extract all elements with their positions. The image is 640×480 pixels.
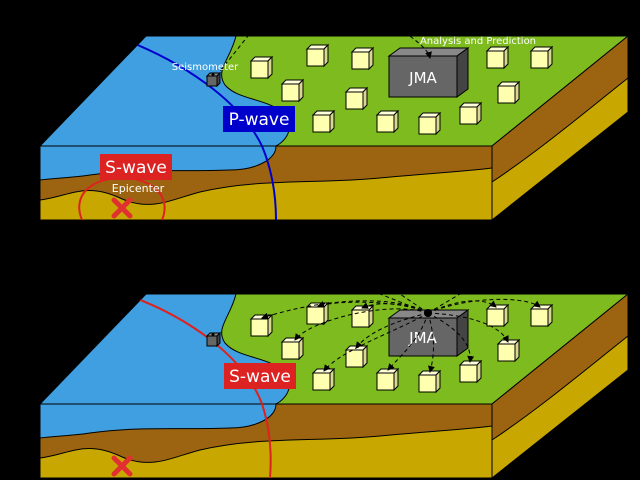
s-wave-badge: S-wave — [100, 154, 172, 180]
building-icon — [418, 370, 441, 393]
building-icon — [250, 56, 273, 79]
building-icon — [418, 112, 441, 135]
building-icon — [486, 46, 509, 69]
building-icon — [281, 337, 304, 360]
s-wave-badge: S-wave — [224, 363, 296, 389]
building-icon — [497, 81, 520, 104]
seismometer-label: Seismometer — [172, 62, 239, 73]
building-icon — [459, 360, 482, 383]
broadcast-arrows — [261, 293, 541, 373]
analysis-label: Analysis and Prediction — [420, 36, 536, 47]
epicenter-label: Epicenter — [112, 182, 165, 195]
building-icon — [281, 79, 304, 102]
top-panel: JMA Seismometer Analysis and Prediction … — [38, 34, 630, 222]
p-wave-badge: P-wave — [223, 106, 295, 132]
building-icon — [312, 110, 335, 133]
building-icon — [530, 46, 553, 69]
jma-label: JMA — [408, 329, 437, 347]
seismometer-icon — [206, 72, 221, 87]
jma-building-icon: JMA — [387, 309, 470, 357]
seismometer-icon — [206, 332, 221, 347]
s-wave-label: S-wave — [229, 367, 291, 387]
bottom-panel: JMA — [38, 292, 630, 480]
building-icon — [497, 339, 520, 362]
building-icon — [486, 304, 509, 327]
building-icon — [351, 305, 374, 328]
building-icon — [459, 102, 482, 125]
building-icon — [530, 304, 553, 327]
jma-label: JMA — [408, 69, 437, 87]
building-icon — [376, 368, 399, 391]
building-icon — [351, 47, 374, 70]
building-icon — [306, 44, 329, 67]
s-wave-label: S-wave — [105, 158, 167, 178]
p-wave-label: P-wave — [229, 110, 290, 130]
building-icon — [376, 110, 399, 133]
jma-building-icon: JMA — [387, 47, 470, 98]
building-icon — [345, 345, 368, 368]
building-icon — [250, 314, 273, 337]
building-icon — [345, 87, 368, 110]
building-icon — [312, 368, 335, 391]
